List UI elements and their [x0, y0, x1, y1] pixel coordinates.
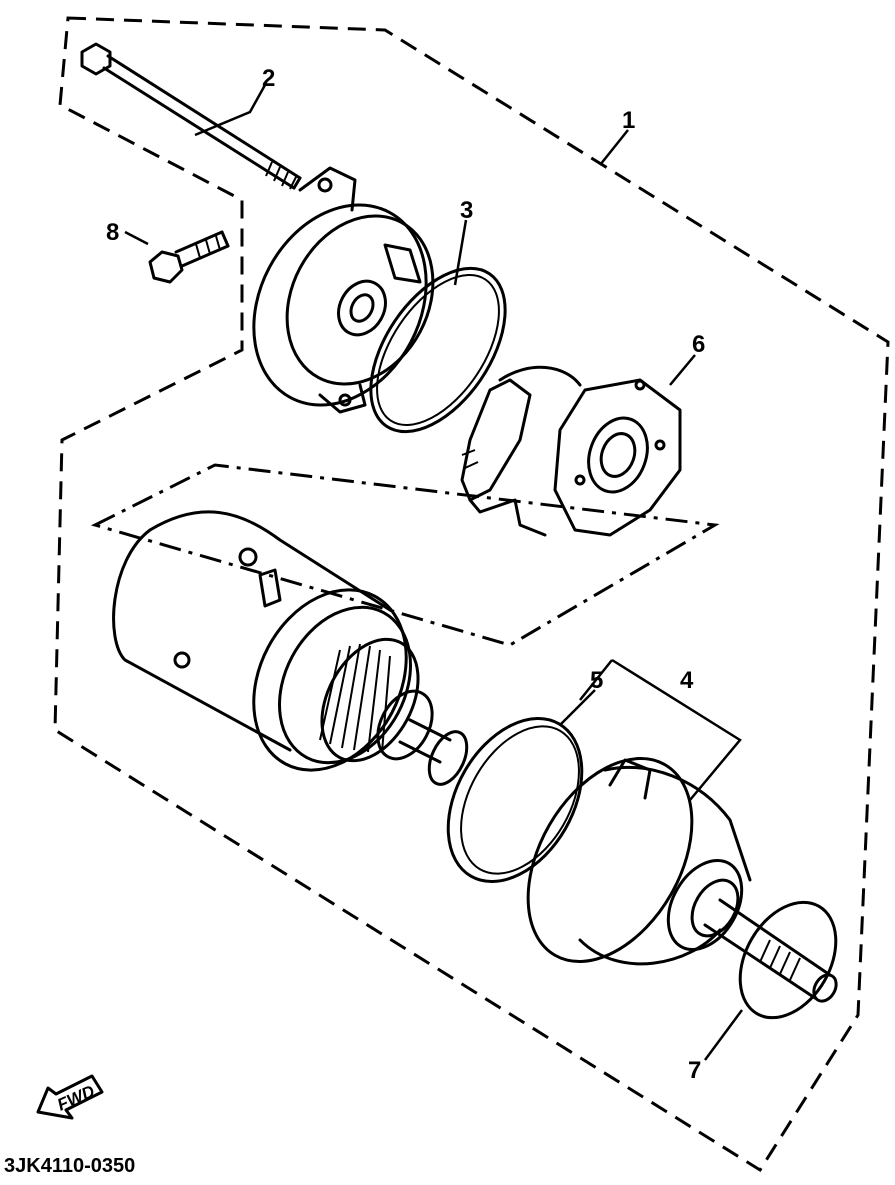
callout-6: 6	[692, 331, 705, 358]
armature-commutator	[319, 637, 452, 764]
leader-lines	[124, 84, 744, 1061]
callout-7: 7	[688, 1057, 701, 1084]
mounting-bolt	[148, 230, 230, 284]
fwd-label: FWD	[54, 1082, 97, 1115]
o-ring-medium	[446, 716, 584, 884]
brush-holder	[460, 365, 582, 537]
callout-8: 8	[106, 219, 119, 246]
through-bolt	[80, 42, 302, 190]
callout-5: 5	[590, 667, 603, 694]
brush-plate	[553, 378, 682, 537]
forward-arrow-icon	[36, 1074, 104, 1120]
output-shaft	[703, 898, 838, 1003]
yoke	[112, 510, 412, 772]
o-ring-large	[369, 266, 507, 434]
front-cover	[252, 166, 435, 414]
o-ring-shaft	[738, 900, 838, 1020]
assembly-boundary	[53, 16, 890, 1173]
callout-4: 4	[680, 667, 694, 694]
callout-1: 1	[622, 107, 635, 134]
callout-3: 3	[460, 197, 473, 224]
callout-2: 2	[262, 65, 275, 92]
washer-small	[427, 730, 469, 786]
rear-cover	[526, 757, 752, 966]
diagram-code: 3JK4110-0350	[4, 1155, 135, 1177]
subassembly-boundary	[90, 463, 720, 647]
